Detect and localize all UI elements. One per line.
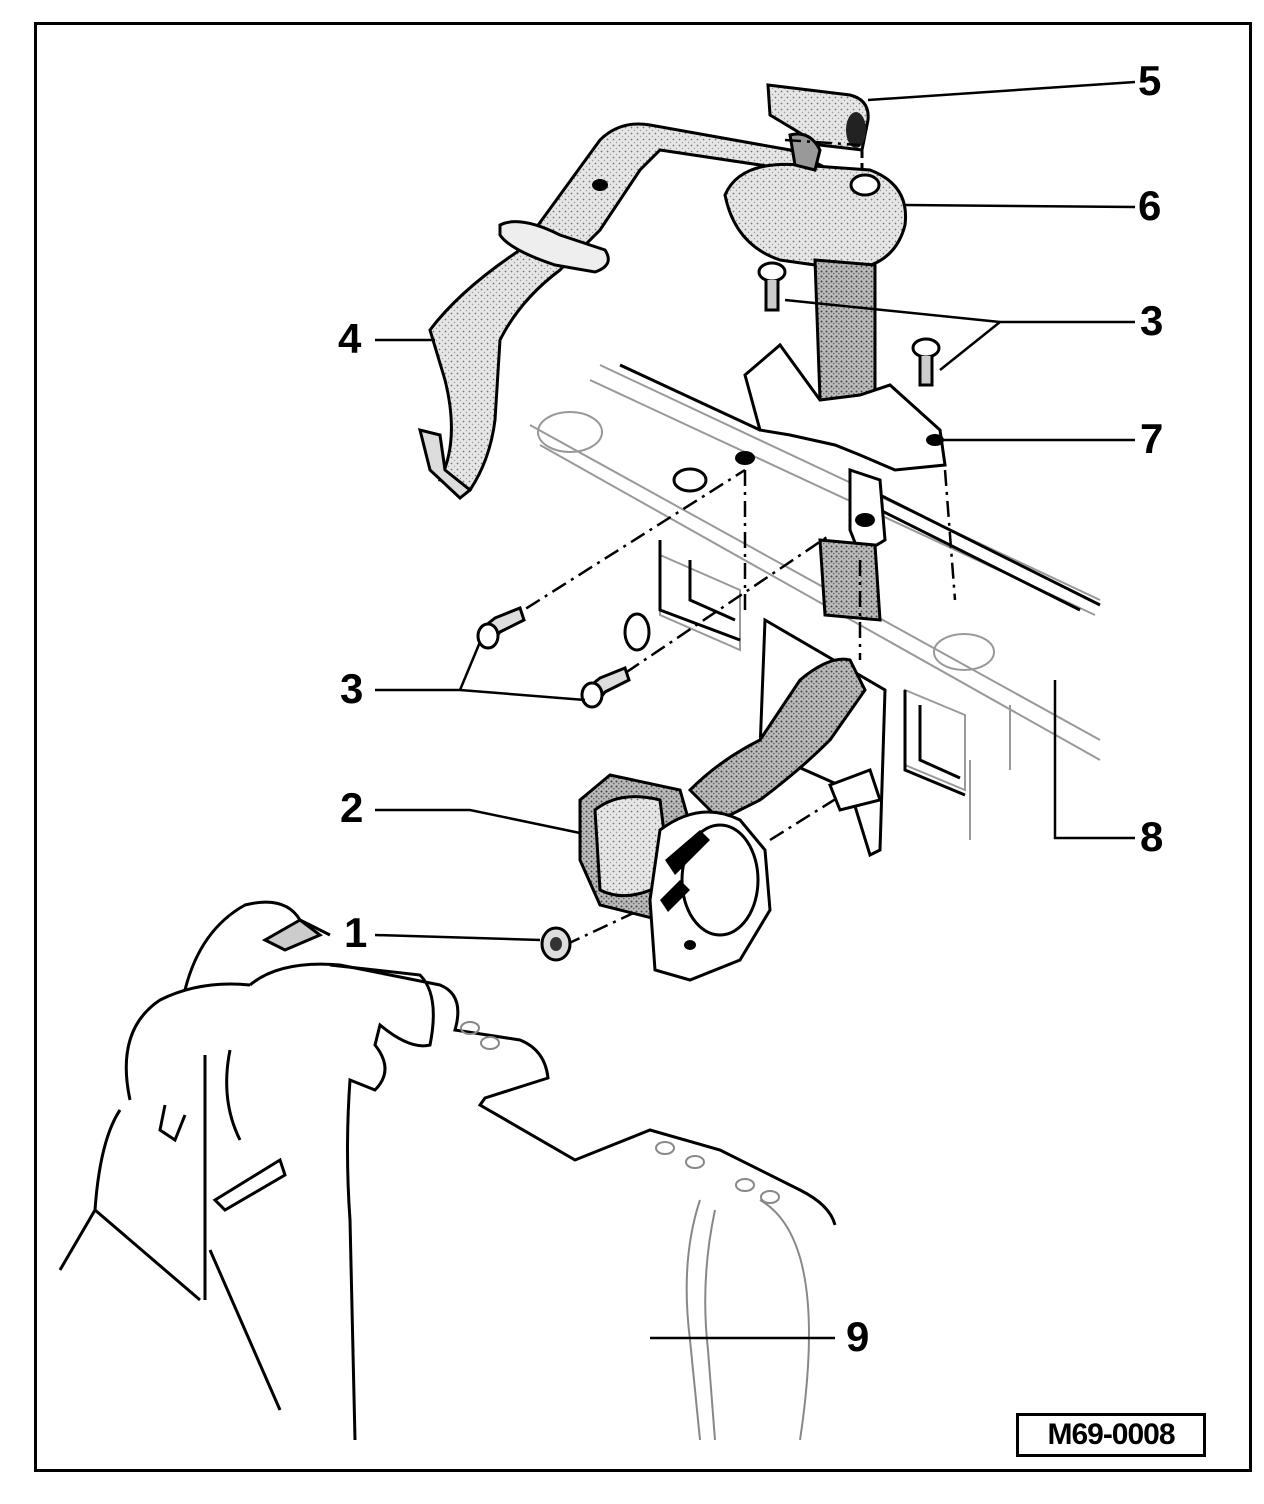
callout-5: 5 (1138, 57, 1162, 104)
height-adjuster-cap-part-5 (766, 83, 870, 175)
callout-4: 4 (338, 315, 362, 362)
belt-webbing-vertical (813, 258, 877, 412)
callout-7: 7 (1140, 415, 1164, 462)
bolt-upper-left (757, 261, 787, 312)
belt-deflector-part-6 (723, 132, 908, 272)
pillar-trim-panel-part-9 (58, 900, 837, 1441)
bolt-lower-left (476, 606, 526, 650)
lower-belt-webbing (687, 617, 887, 858)
bolt-upper-right (911, 337, 941, 387)
belt-retractor-part-2 (578, 773, 772, 982)
callout-1: 1 (344, 909, 368, 956)
belt-guide-part-4 (417, 122, 863, 500)
leader-lines (374, 80, 1136, 1340)
washer (623, 612, 651, 652)
diagram-frame (34, 22, 1252, 1472)
callout-3-lower: 3 (340, 665, 364, 712)
callout-8: 8 (1140, 813, 1164, 860)
nut-part-1 (540, 926, 572, 962)
callout-3-upper: 3 (1140, 297, 1164, 344)
callout-2: 2 (340, 784, 364, 831)
trim-panel-inner-contour (460, 1021, 810, 1441)
bolt-lower-right (580, 666, 631, 709)
figure-reference-label: M69-0008 (1016, 1413, 1206, 1457)
height-adjuster-bracket-part-7 (735, 342, 947, 558)
spacer-bushing (672, 467, 708, 493)
callout-9: 9 (846, 1313, 870, 1360)
callout-6: 6 (1138, 182, 1162, 229)
